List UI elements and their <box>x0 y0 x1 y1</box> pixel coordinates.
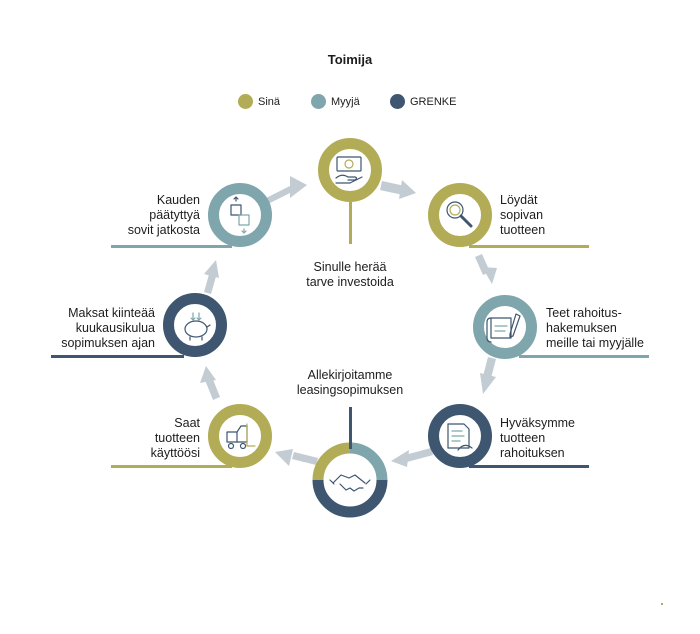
forklift-icon <box>226 423 256 450</box>
step-label-approve: Hyväksymme tuotteen rahoituksen <box>500 416 576 460</box>
arrow-sign-to-use <box>275 449 318 466</box>
diagram-title: Toimija <box>327 52 373 67</box>
arrow-apply-to-approve <box>480 357 496 394</box>
connector-need <box>349 202 352 244</box>
step-circle-sign <box>312 442 388 518</box>
step-label-use: Saat tuotteen käyttöösi <box>150 416 200 460</box>
arrow-use-to-pay <box>200 366 220 400</box>
underline-find <box>469 245 589 248</box>
legend-item-sina: Sinä <box>238 94 280 109</box>
arrow-need-to-find <box>380 180 416 199</box>
legend-item-grenke: GRENKE <box>390 94 456 109</box>
step-label-pay: Maksat kiinteää kuukausikulua sopimuksen… <box>61 306 155 350</box>
step-label-need: Sinulle herää tarve investoida <box>306 260 394 289</box>
underline-apply <box>519 355 649 358</box>
piggy-bank-icon <box>184 312 211 341</box>
step-circle-pay <box>163 293 227 357</box>
step-label-sign: Allekirjoitamme leasingsopimuksen <box>296 368 404 397</box>
underline-approve <box>469 465 589 468</box>
legend-label-grenke: GRENKE <box>410 95 457 108</box>
arrow-pay-to-continue <box>204 260 219 294</box>
legend-swatch-myyja <box>311 94 326 109</box>
handshake-icon <box>329 474 371 492</box>
step-circle-need <box>318 138 382 202</box>
legend-item-myyja: Myyjä <box>311 94 360 109</box>
arrow-approve-to-sign <box>391 448 433 467</box>
underline-use <box>111 465 232 468</box>
underline-pay <box>51 355 184 358</box>
exchange-boxes-icon <box>230 196 250 234</box>
underline-continue <box>111 245 232 248</box>
document-approval-icon <box>447 423 473 451</box>
connector-sign <box>349 407 352 449</box>
corner-dot <box>661 603 663 605</box>
money-hand-icon <box>335 156 363 184</box>
arrow-continue-to-need <box>262 176 307 207</box>
legend-swatch-grenke <box>390 94 405 109</box>
step-circle-apply <box>473 295 537 359</box>
magnifier-icon <box>446 201 473 228</box>
step-icons <box>184 156 521 492</box>
step-label-find: Löydät sopivan tuotteen <box>500 193 546 237</box>
legend-label-sina: Sinä <box>258 95 281 108</box>
step-label-continue: Kauden päätyttyä sovit jatkosta <box>127 193 200 237</box>
step-label-apply: Teet rahoitus- hakemuksen meille tai myy… <box>546 306 644 350</box>
arrow-find-to-apply <box>475 254 497 284</box>
legend-swatch-sina <box>238 94 253 109</box>
application-form-icon <box>486 313 521 343</box>
cycle-arrows <box>200 176 497 467</box>
step-circle-use <box>208 404 272 468</box>
legend-label-myyja: Myyjä <box>331 95 360 108</box>
step-circles <box>163 138 537 518</box>
